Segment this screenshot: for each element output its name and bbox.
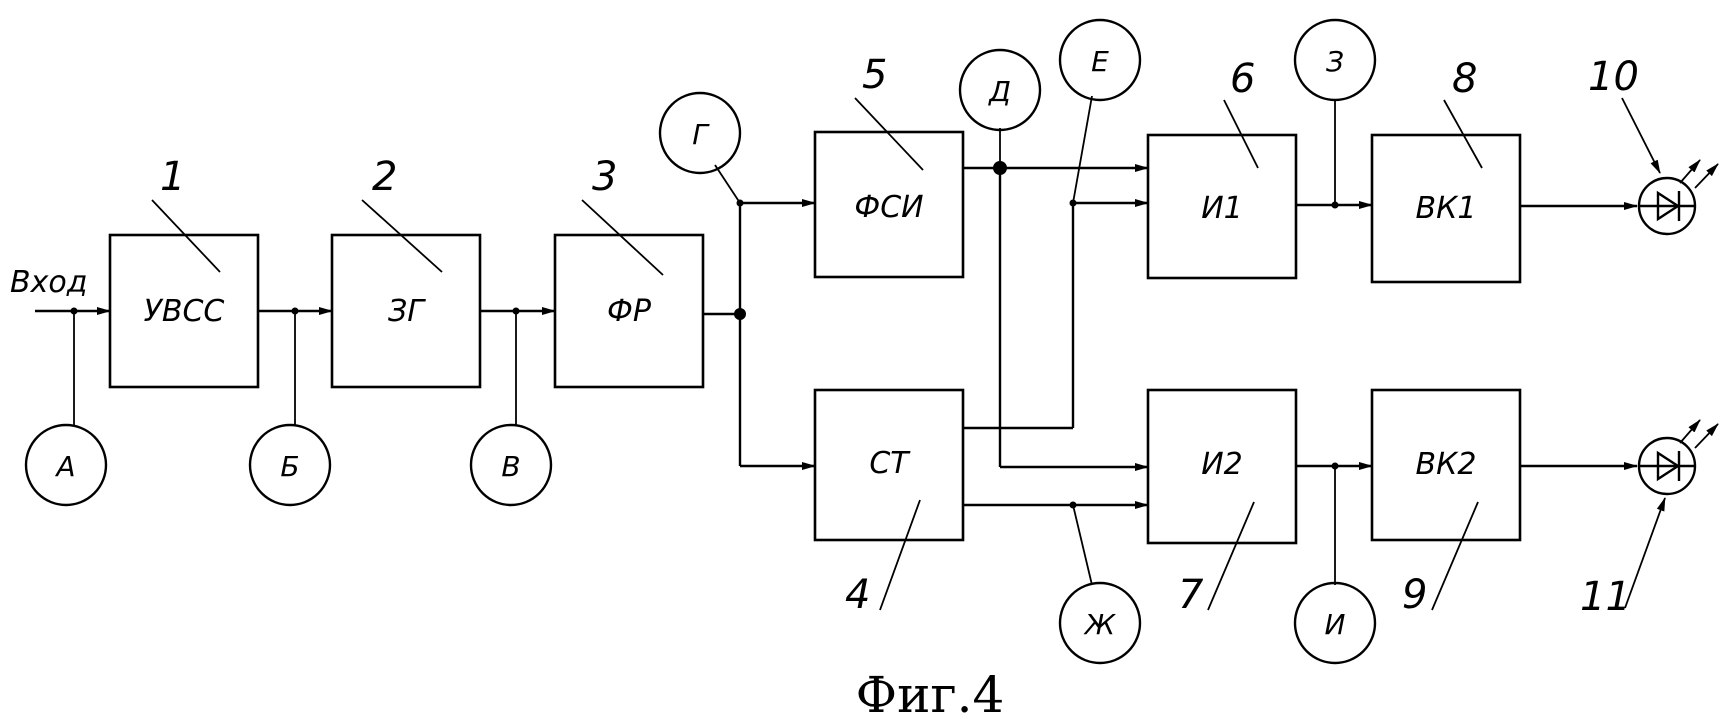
test-point-d-label: Д [987,75,1011,108]
test-point-a: А [24,307,108,507]
test-point-b-label: Б [280,450,299,483]
led-11 [1637,419,1719,496]
block-6-i1: И1 [1146,133,1298,280]
block-2-label: ЗГ [388,294,426,329]
test-point-z: З [1293,18,1377,209]
block-4-st: СТ [813,388,965,542]
block-9-label: ВК2 [1416,447,1477,482]
block-2-zg: ЗГ [330,233,482,389]
block-7-i2: И2 [1146,388,1298,545]
block-1-uvss: УВСС [108,233,260,389]
block-number-2: 2 [372,154,397,200]
block-3-fr: ФР [553,233,705,389]
block-number-3: 3 [592,154,617,200]
block-4-label: СТ [869,446,911,481]
block-number-4: 4 [845,572,870,618]
signal-lines: Вход [10,161,1638,509]
test-point-d: Д [958,48,1042,168]
test-point-i: И [1293,462,1377,665]
block-number-6: 6 [1230,56,1255,102]
block-3-label: ФР [607,294,652,329]
block-number-leaders: 1 2 3 5 6 8 4 7 9 10 11 [151,52,1666,620]
block-6-label: И1 [1201,191,1243,226]
test-point-a-label: А [54,450,75,483]
block-number-9: 9 [1402,572,1427,618]
test-point-v: В [469,307,553,507]
led-number-11: 11 [1580,574,1631,620]
test-point-e: Е [1058,18,1142,207]
block-number-7: 7 [1178,572,1204,618]
test-point-z-label: З [1326,45,1344,78]
block-number-8: 8 [1452,56,1477,102]
test-point-b: Б [248,307,332,507]
test-point-g-label: Г [692,118,710,151]
block-1-label: УВСС [144,294,225,329]
block-5-fsi: ФСИ [813,130,965,279]
block-number-5: 5 [862,52,887,98]
led-number-10: 10 [1588,54,1639,100]
block-number-1: 1 [160,154,185,200]
test-point-zh: Ж [1058,501,1142,665]
test-point-g: Г [658,91,744,207]
test-point-i-label: И [1325,608,1346,641]
block-8-vk1: ВК1 [1370,133,1522,284]
test-point-zh-label: Ж [1083,608,1117,641]
block-9-vk2: ВК2 [1370,388,1522,542]
block-7-label: И2 [1201,447,1243,482]
test-point-e-label: Е [1091,45,1109,78]
figure-caption: Фиг.4 [856,666,1005,724]
input-label: Вход [10,265,87,300]
test-point-v-label: В [501,450,520,483]
led-10 [1637,159,1719,236]
block-8-label: ВК1 [1416,191,1477,226]
block-5-label: ФСИ [854,190,923,225]
